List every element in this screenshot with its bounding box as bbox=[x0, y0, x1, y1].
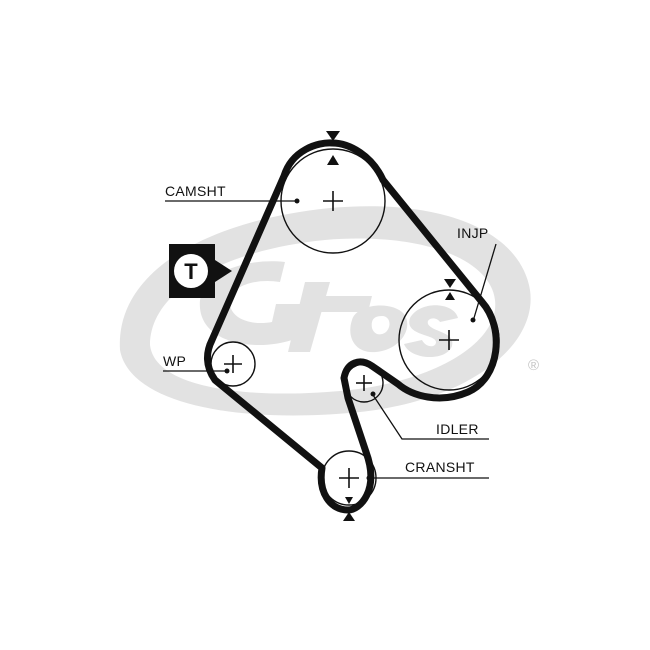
injp-inner-triangle-marker-icon bbox=[445, 292, 455, 300]
idler-leader bbox=[372, 394, 489, 440]
camshaft-inner-triangle-marker-icon bbox=[327, 155, 339, 165]
water-pump-center-cross-icon bbox=[224, 355, 242, 373]
logo-wordmark-shapes bbox=[199, 261, 458, 358]
label-idler: IDLER bbox=[436, 421, 479, 437]
label-camsht: CAMSHT bbox=[165, 183, 226, 199]
leader-lines bbox=[163, 200, 497, 479]
label-cransht: CRANSHT bbox=[405, 459, 475, 475]
tensioner-letter: T bbox=[184, 259, 198, 284]
label-injp: INJP bbox=[457, 225, 489, 241]
crankshaft-inner-triangle-marker-icon bbox=[345, 497, 353, 504]
crankshaft-center-cross-icon bbox=[339, 468, 359, 488]
label-wp: WP bbox=[163, 353, 186, 369]
injp-top-triangle-marker-icon bbox=[444, 279, 456, 288]
camshaft-top-triangle-marker-icon bbox=[326, 131, 340, 141]
idler-center-cross-icon bbox=[356, 375, 372, 391]
injp-leader bbox=[473, 243, 497, 319]
water-pump-pulley bbox=[210, 341, 256, 387]
registered-mark: ® bbox=[528, 357, 539, 374]
injection-pump-pulley bbox=[398, 289, 500, 391]
camshaft-center-cross-icon bbox=[323, 191, 343, 211]
tensioner-badge: T bbox=[169, 244, 232, 298]
leader-dots bbox=[224, 198, 476, 481]
timing-marks bbox=[326, 131, 456, 521]
crankshaft-bottom-triangle-marker-icon bbox=[343, 512, 355, 521]
idler-pulley bbox=[344, 363, 384, 403]
injection-pump-center-cross-icon bbox=[439, 330, 459, 350]
timing-belt bbox=[204, 139, 500, 514]
